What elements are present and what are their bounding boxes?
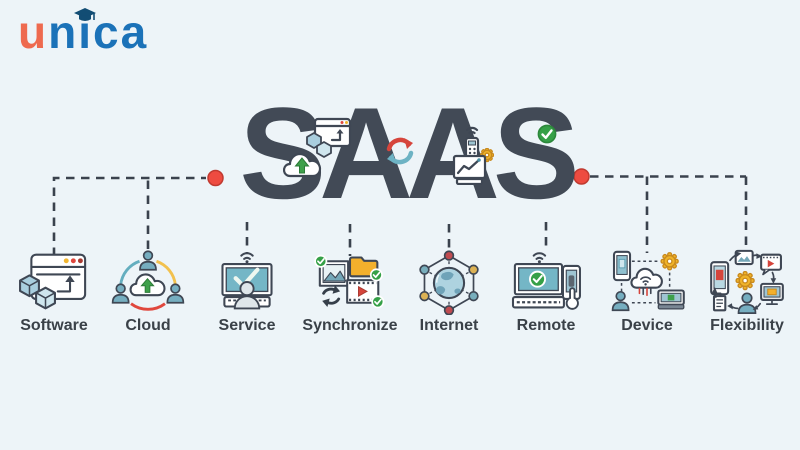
monitor-phone-touch-icon: [511, 252, 581, 310]
item-cloud: Cloud: [93, 249, 203, 335]
workflow-cycle-icon: [710, 249, 784, 314]
gear-icon: [479, 148, 494, 163]
play-icon: [358, 285, 368, 297]
item-label: Internet: [419, 317, 479, 334]
touch-hand-icon: [565, 287, 579, 310]
item-label: Service: [218, 317, 276, 334]
check-icon: [529, 270, 546, 288]
item-internet: Internet: [394, 249, 504, 335]
cloud-wifi-icon: [630, 267, 663, 297]
cycle-arrows: [712, 251, 777, 310]
check-icon: [314, 254, 385, 309]
document-icon: [711, 292, 727, 312]
phone-icon: [710, 261, 730, 296]
monitor-check-person-icon: [221, 252, 273, 310]
cloud-icon: [129, 273, 166, 297]
item-label: Synchronize: [302, 317, 398, 334]
play-icon: [767, 259, 775, 268]
devices-cloud-network-icon: [611, 250, 685, 312]
cube-icon: [306, 132, 332, 158]
gear-icon: [660, 252, 679, 271]
item-remote: Remote: [491, 249, 601, 335]
wifi-icon: [532, 252, 547, 264]
person-icon: [737, 292, 757, 314]
item-software: Software: [0, 249, 109, 335]
check-circle-icon: [537, 124, 557, 144]
item-device: Device: [592, 249, 702, 335]
sync-icon: [322, 285, 341, 307]
item-synchronize: Synchronize: [295, 249, 405, 335]
phone-icon: [612, 250, 632, 282]
item-label: Cloud: [125, 317, 171, 334]
item-label: Remote: [516, 317, 576, 334]
globe-icon: [432, 266, 466, 300]
video-bubble-icon: [760, 253, 782, 276]
person-icon: [611, 290, 630, 312]
media-files-sync-icon: [314, 254, 385, 309]
wifi-icon: [240, 252, 254, 264]
person-icon: [233, 281, 261, 310]
software-window-cubes-icon: [19, 253, 87, 310]
app-window-cubes-icon: [306, 117, 352, 158]
item-service: Service: [192, 249, 302, 335]
upload-arrow-icon: [294, 157, 310, 174]
gear-icon: [735, 270, 755, 291]
graduation-cap-icon: [74, 8, 96, 21]
remote-control-wifi-icon: [464, 126, 480, 161]
item-label: Flexibility: [710, 317, 784, 334]
logo-rest: nica: [48, 6, 149, 58]
globe-network-icon: [419, 250, 479, 315]
dashboard-gear-icon: [452, 148, 494, 185]
cloud-upload-icon: [283, 152, 322, 178]
logo-letter-u: u: [18, 6, 49, 58]
laptop-icon: [657, 289, 685, 310]
item-label: Software: [20, 317, 88, 334]
image-icon: [734, 249, 754, 266]
item-flexibility: Flexibility: [692, 249, 800, 335]
sync-arrows-icon: [386, 137, 414, 165]
cube-icon: [19, 274, 56, 310]
logo-unica: unica: [18, 8, 148, 56]
monitor-icon: [760, 282, 784, 306]
cloud-upload-users-icon: [111, 250, 185, 311]
item-label: Device: [621, 317, 673, 334]
